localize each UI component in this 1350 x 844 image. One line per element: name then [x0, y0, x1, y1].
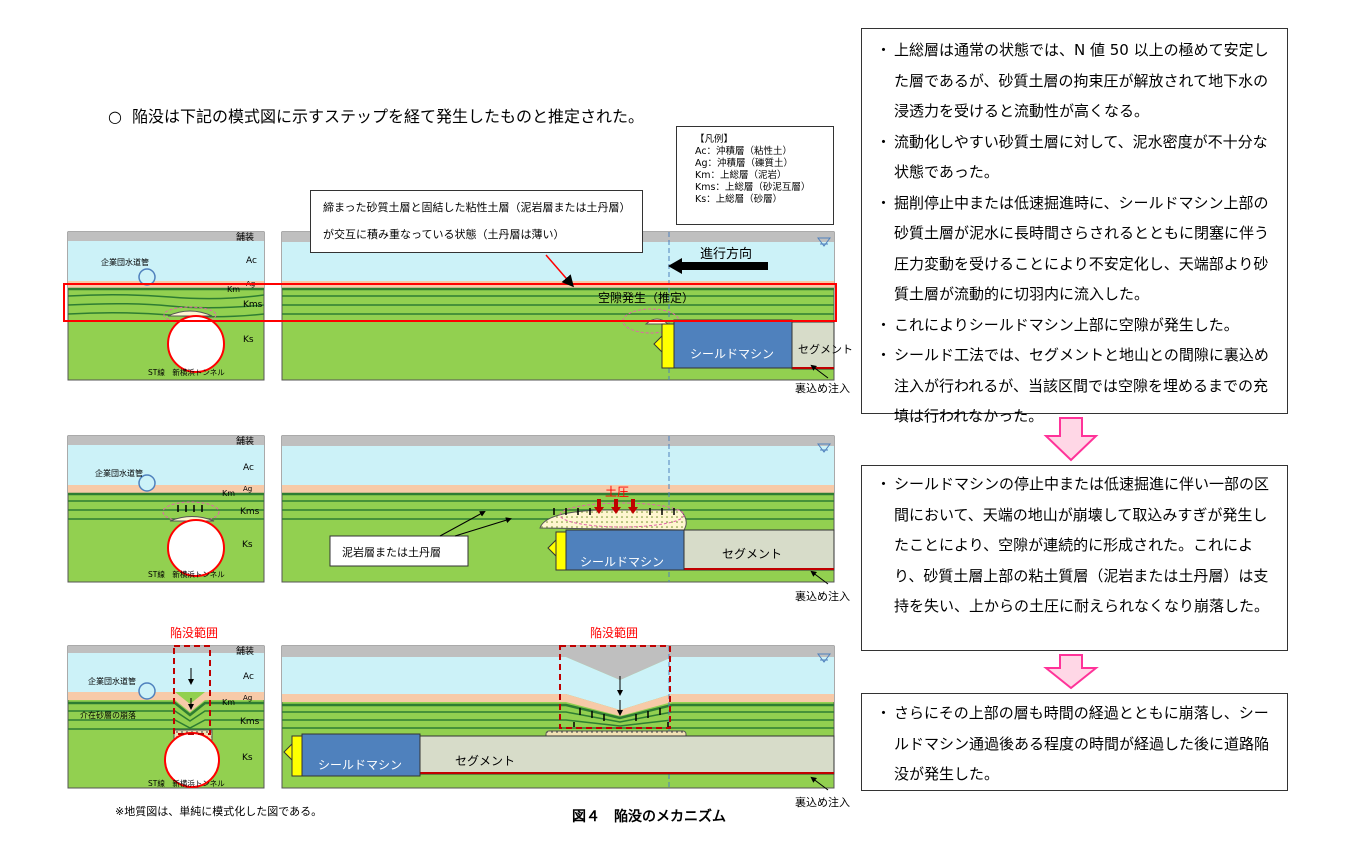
cross-section-step2: [67, 435, 265, 583]
ls3-shield: シールドマシン: [318, 758, 402, 772]
step2-bullet: シールドマシンの停止中または低速掘進に伴い一部の区間において、天端の地山が崩壊し…: [876, 469, 1277, 622]
cs2-pipe: 企業団水道管: [95, 468, 143, 478]
layer-callout: 締まった砂質土層と固結した粘性土層（泥岩層または土丹層）が交互に積み重なっている…: [310, 190, 643, 253]
cs1-ac: Ac: [246, 256, 257, 266]
cs2-km: Km: [222, 489, 235, 498]
ls1-backfill: 裏込め注入: [795, 381, 850, 395]
ls2-earth-pressure: 土圧: [605, 485, 629, 499]
headline: ○ 陥没は下記の模式図に示すステップを経て発生したものと推定された。: [108, 103, 644, 127]
step-arrow-2: [1043, 654, 1099, 690]
ls3-sinkhole: 陥没範囲: [590, 625, 638, 640]
step3-bullet: さらにその上部の層も時間の経過とともに崩落し、シールドマシン通過後ある程度の時間…: [876, 698, 1277, 790]
figure-caption: 図４ 陥没のメカニズム: [572, 809, 726, 825]
ls2-backfill: 裏込め注入: [795, 589, 850, 603]
cs1-pipe: 企業団水道管: [101, 257, 149, 267]
cs3-ac: Ac: [243, 672, 254, 682]
legend-item: Ks：上総層（砂層）: [695, 194, 783, 205]
cs3-km: Km: [222, 698, 235, 707]
cs1-kms: Kms: [243, 300, 263, 310]
cs3-tunnel: ST線 新横浜トンネル: [148, 778, 225, 788]
direction-arrow: [682, 262, 768, 270]
legend-item: Kms：上総層（砂泥互層）: [695, 182, 811, 193]
cs3-sinkhole: 陥没範囲: [170, 625, 218, 640]
cs1-km: Km: [227, 285, 240, 294]
cs2-ag: Ag: [243, 485, 252, 493]
cross-section-step1: [67, 231, 265, 381]
headline-mark: ○: [108, 107, 122, 126]
legend-title: 【凡例】: [695, 134, 734, 145]
cs1-pavement: 舗装: [236, 231, 254, 243]
ls1-direction: 進行方向: [700, 246, 752, 262]
cs2-pavement: 舗装: [236, 435, 254, 447]
ls1-void: 空隙発生（推定）: [598, 290, 694, 305]
cs3-ks: Ks: [242, 753, 253, 763]
step1-bullet: 掘削停止中または低速掘進時に、シールドマシン上部の砂質土層が泥水に長時間さらされ…: [876, 188, 1277, 310]
explanation-step3: さらにその上部の層も時間の経過とともに崩落し、シールドマシン通過後ある程度の時間…: [861, 693, 1288, 791]
step1-bullet: 上総層は通常の状態では、N 値 50 以上の極めて安定した層であるが、砂質土層の…: [876, 35, 1277, 127]
cs3-ag: Ag: [243, 694, 252, 702]
footnote: ※地質図は、単純に模式化した図である。: [115, 805, 323, 818]
cross-section-step3: [67, 645, 265, 789]
kms-highlight-band: [63, 283, 837, 322]
legend-item: Km：上総層（泥岩）: [695, 170, 787, 181]
explanation-step2: シールドマシンの停止中または低速掘進に伴い一部の区間において、天端の地山が崩壊し…: [861, 465, 1288, 651]
ls1-segment: セグメント: [798, 342, 853, 356]
legend-item: Ag：沖積層（礫質土）: [695, 158, 794, 169]
ls3-backfill: 裏込め注入: [795, 795, 850, 809]
headline-text: 陥没は下記の模式図に示すステップを経て発生したものと推定された。: [131, 107, 644, 126]
cs1-tunnel: ST線 新横浜トンネル: [148, 367, 225, 377]
cs1-ks: Ks: [243, 335, 254, 345]
cs3-collapse: 介在砂層の崩落: [80, 710, 136, 720]
explanation-step1: 上総層は通常の状態では、N 値 50 以上の極めて安定した層であるが、砂質土層の…: [861, 28, 1288, 425]
ls2-mudstone: 泥岩層または土丹層: [342, 545, 441, 559]
ls1-shield: シールドマシン: [690, 347, 774, 361]
step1-bullet: シールド工法では、セグメントと地山との間隙に裏込め注入が行われるが、当該区間では…: [876, 340, 1277, 432]
long-section-step3: [281, 645, 835, 791]
ls2-shield: シールドマシン: [580, 555, 664, 569]
cs3-pipe: 企業団水道管: [88, 676, 136, 686]
cs2-ac: Ac: [243, 463, 254, 473]
ls2-segment: セグメント: [722, 547, 782, 561]
cs2-tunnel: ST線 新横浜トンネル: [148, 569, 225, 579]
cs2-kms: Kms: [240, 507, 260, 517]
step1-bullet: これによりシールドマシン上部に空隙が発生した。: [876, 310, 1277, 341]
cs3-pavement: 舗装: [236, 645, 254, 657]
legend-item: Ac：沖積層（粘性土）: [695, 146, 793, 157]
step1-bullet: 流動化しやすい砂質土層に対して、泥水密度が不十分な状態であった。: [876, 127, 1277, 188]
long-section-step2: [281, 435, 835, 585]
ls3-segment: セグメント: [455, 754, 515, 768]
callout-arrow: [545, 254, 574, 288]
cs2-ks: Ks: [242, 540, 253, 550]
cs3-kms: Kms: [240, 717, 260, 727]
legend-box: 【凡例】 Ac：沖積層（粘性土） Ag：沖積層（礫質土） Km：上総層（泥岩） …: [676, 126, 834, 225]
